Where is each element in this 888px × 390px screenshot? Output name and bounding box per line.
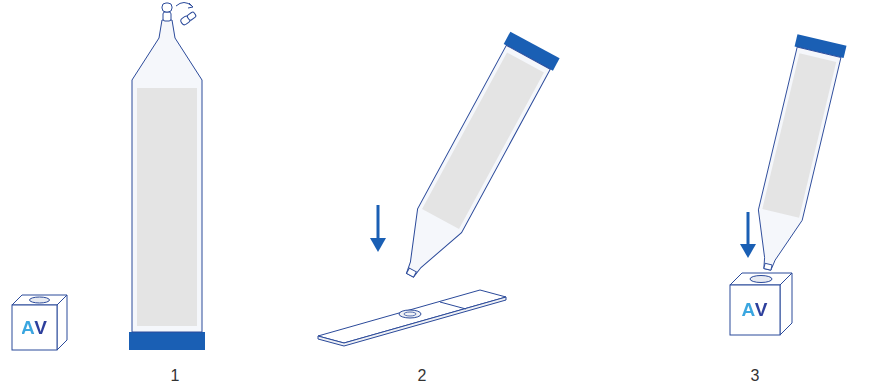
step-number: 1 <box>171 367 180 385</box>
sample-cube <box>730 273 792 335</box>
sample-cube <box>12 295 67 350</box>
down-arrow <box>370 205 386 252</box>
step-number: 3 <box>751 367 760 385</box>
dropper-tube <box>743 34 847 275</box>
down-arrow <box>740 212 756 258</box>
logo-text: AV <box>742 299 769 321</box>
test-slide <box>318 290 506 346</box>
dropper-tube <box>385 32 559 289</box>
logo-text: AV <box>21 317 48 339</box>
dropper-tube <box>129 3 205 351</box>
step-number: 2 <box>418 367 427 385</box>
